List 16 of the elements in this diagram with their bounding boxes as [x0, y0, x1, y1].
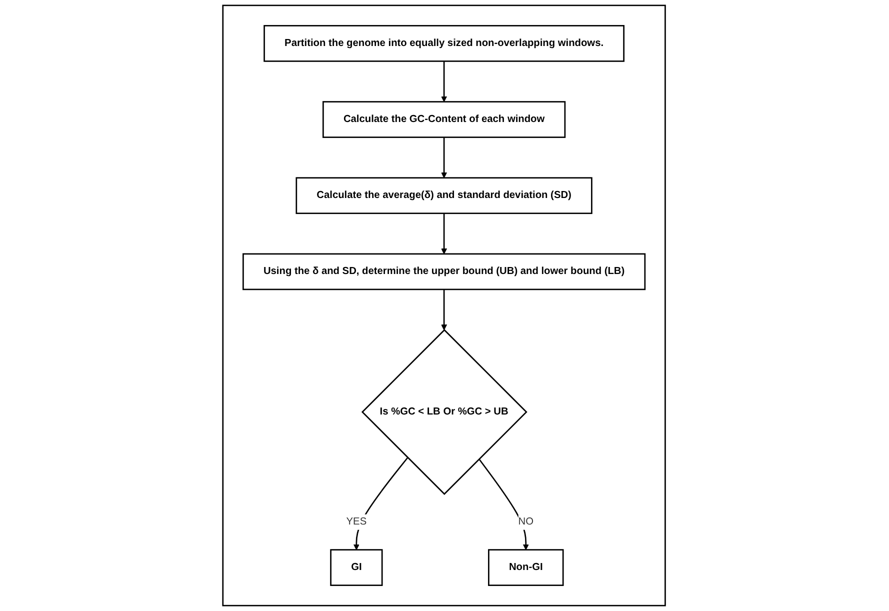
arrow	[442, 137, 448, 178]
node-box: Calculate the average(δ) and standard deviation (SD)	[296, 177, 593, 214]
arrow	[442, 289, 448, 330]
node-box: GI	[330, 549, 384, 586]
arrow	[442, 213, 448, 254]
edge-label: NO	[518, 516, 534, 528]
node-box: Calculate the GC-Content of each window	[322, 101, 566, 138]
node-box: Using the δ and SD, determine the upper bound (UB) and lower bound (LB)	[242, 253, 646, 290]
node-box: Partition the genome into equally sized non-overlapping windows.	[264, 25, 625, 62]
arrow	[478, 458, 530, 550]
node-box: Non-GI	[488, 549, 564, 586]
arrow	[442, 61, 448, 102]
cluster	[222, 4, 666, 606]
edge-label: YES	[346, 516, 368, 528]
node-diamond: Is %GC < LB Or %GC > UB	[362, 329, 528, 495]
arrow	[354, 457, 409, 550]
